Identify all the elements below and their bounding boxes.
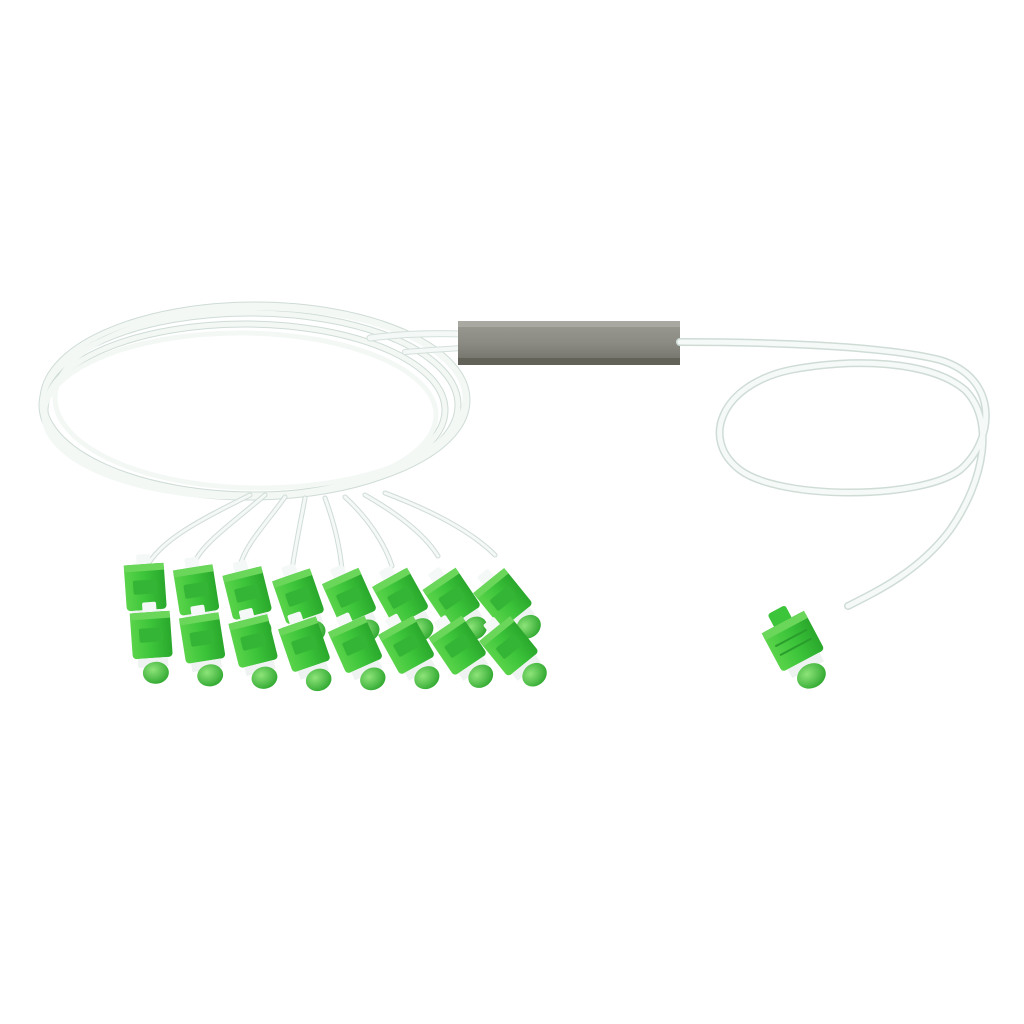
splitter-body <box>458 321 680 365</box>
input-cable-loop <box>676 338 990 610</box>
sc-connector-13 <box>327 612 386 691</box>
sc-connector-9 <box>129 601 173 684</box>
sc-connector-16 <box>479 615 547 687</box>
input-connector <box>761 606 826 689</box>
sc-connector-11 <box>228 608 278 689</box>
sc-connector-6 <box>372 565 434 642</box>
sc-connector-10 <box>178 604 226 687</box>
sc-connector-14 <box>378 613 440 690</box>
output-connectors <box>123 553 547 692</box>
sc-connector-15 <box>428 615 494 688</box>
sc-connector-12 <box>278 611 332 692</box>
splitter-left-cables <box>366 330 466 355</box>
fanout-cables <box>143 490 498 573</box>
